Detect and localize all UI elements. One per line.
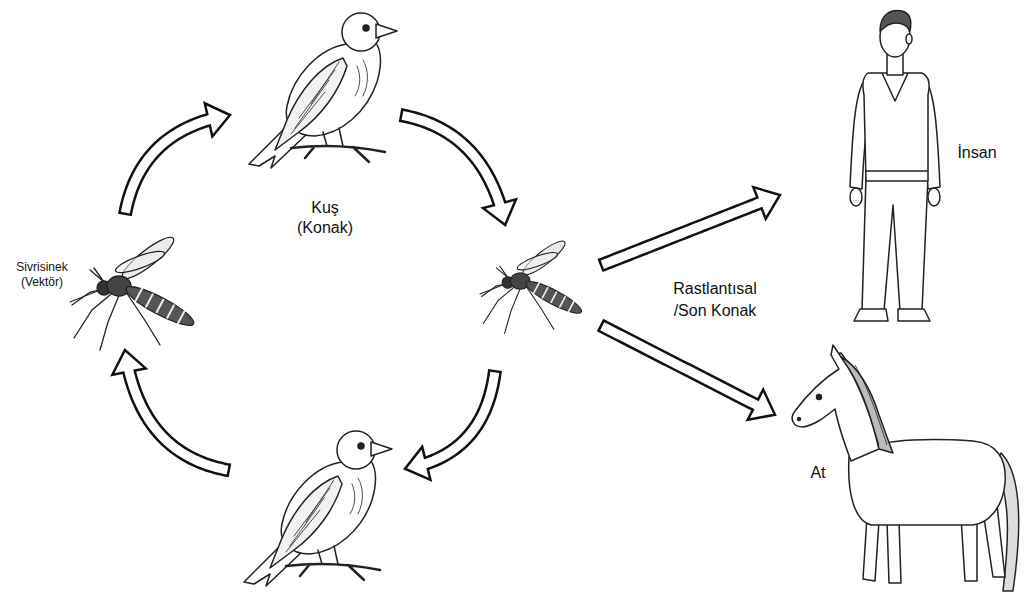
hollow-arrow xyxy=(405,370,495,480)
mosquito-drawing xyxy=(480,237,585,334)
arrow-fill xyxy=(129,370,228,470)
arrow-outline xyxy=(400,115,500,204)
bird-figure: Kuş (Konak) xyxy=(230,0,400,250)
mosquito-figure: Sivrisinek (Vektör) xyxy=(5,215,200,350)
arrow-fill xyxy=(424,372,494,464)
bird-drawing xyxy=(244,431,392,586)
bird-figure xyxy=(230,415,405,594)
hollow-arrow xyxy=(112,350,230,470)
mosquito-figure xyxy=(480,225,600,370)
host-label: Rastlantısal /Son Konak xyxy=(663,278,767,321)
human-figure: İnsan xyxy=(780,5,1015,340)
hollow-arrow xyxy=(600,325,775,420)
horse-figure: At xyxy=(775,345,1020,594)
arrow-fill xyxy=(402,115,500,205)
figure-label: İnsan xyxy=(946,143,1008,163)
arrow-fill xyxy=(125,119,210,212)
arrow-fill xyxy=(602,326,757,405)
bird-drawing xyxy=(249,13,397,168)
hollow-arrow xyxy=(125,103,230,215)
hollow-arrow xyxy=(600,187,780,265)
hollow-arrow xyxy=(400,115,516,225)
arrow-fill xyxy=(602,202,761,264)
figure-label: Sivrisinek (Vektör) xyxy=(8,260,76,290)
human-drawing xyxy=(850,11,940,321)
figure-label: At xyxy=(803,463,833,483)
mosquito-drawing xyxy=(70,232,198,350)
horse-drawing xyxy=(792,345,1018,591)
figure-label: Kuş (Konak) xyxy=(290,198,360,238)
